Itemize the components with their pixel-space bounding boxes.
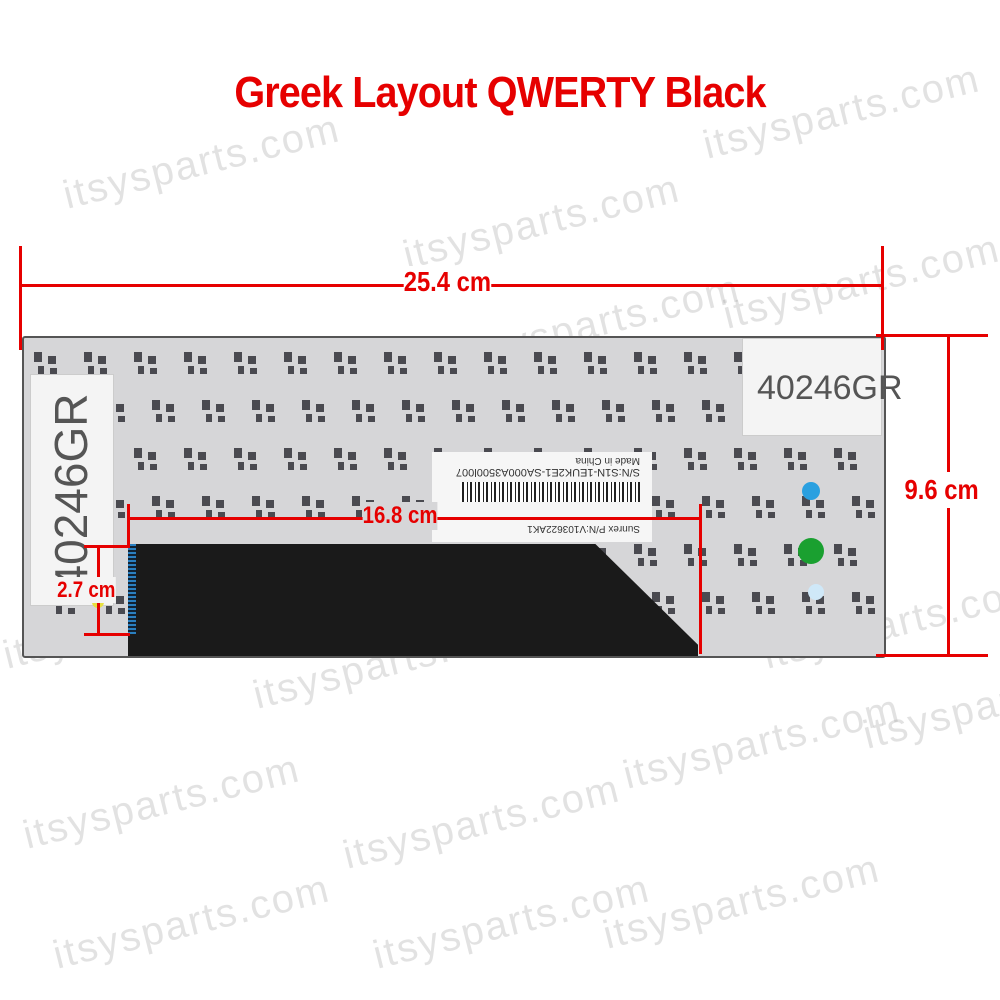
cable-width-tick-left xyxy=(127,504,130,548)
key-clip-hole xyxy=(252,400,275,422)
key-clip-hole xyxy=(652,496,675,518)
key-clip-hole xyxy=(634,352,657,374)
key-clip-hole xyxy=(702,592,725,614)
key-clip-hole xyxy=(684,352,707,374)
key-clip-hole xyxy=(434,352,457,374)
qc-sticker-green xyxy=(798,538,824,564)
product-title: Greek Layout QWERTY Black xyxy=(234,68,766,117)
key-clip-hole xyxy=(552,400,575,422)
key-clip-hole xyxy=(134,352,157,374)
watermark-text: itsysparts.com xyxy=(48,866,335,978)
sticker-origin: Made in China xyxy=(575,455,640,466)
height-tick-bottom xyxy=(876,654,988,657)
width-dimension-label: 25.4 cm xyxy=(403,266,492,298)
key-clip-hole xyxy=(484,352,507,374)
sticker-pn: Sunrex P/N:V103622AK1 xyxy=(527,523,640,534)
key-clip-hole xyxy=(702,496,725,518)
key-clip-hole xyxy=(602,400,625,422)
width-tick-left xyxy=(19,246,22,350)
height-dimension-label: 9.6 cm xyxy=(904,472,979,508)
key-clip-hole xyxy=(384,352,407,374)
key-clip-hole xyxy=(834,544,857,566)
key-clip-hole xyxy=(702,400,725,422)
part-number-text: 40246GR xyxy=(45,393,97,591)
barcode xyxy=(460,482,640,502)
key-clip-hole xyxy=(202,400,225,422)
key-clip-hole xyxy=(284,448,307,470)
sticker-serial: S/N:S1N-1EUK2E1-SA000A3500l007 xyxy=(455,466,640,478)
key-clip-hole xyxy=(502,400,525,422)
key-clip-hole xyxy=(334,352,357,374)
key-clip-hole xyxy=(302,496,325,518)
key-clip-hole xyxy=(652,400,675,422)
key-clip-hole xyxy=(802,496,825,518)
key-clip-hole xyxy=(734,544,757,566)
key-clip-hole xyxy=(852,592,875,614)
key-clip-hole xyxy=(202,496,225,518)
watermark-text: itsysparts.com xyxy=(618,686,905,798)
cable-connector xyxy=(128,544,136,634)
key-clip-hole xyxy=(734,448,757,470)
key-clip-hole xyxy=(234,448,257,470)
key-clip-hole xyxy=(634,544,657,566)
key-clip-hole xyxy=(684,544,707,566)
ribbon-cable xyxy=(128,544,698,656)
key-clip-hole xyxy=(452,400,475,422)
cable-width-label: 16.8 cm xyxy=(362,502,438,530)
part-number-text: 40246GR xyxy=(757,369,903,407)
key-clip-hole xyxy=(534,352,557,374)
key-clip-hole xyxy=(802,592,825,614)
key-clip-hole xyxy=(752,592,775,614)
qc-sticker-blue xyxy=(802,482,820,500)
watermark-text: itsysparts.com xyxy=(58,106,345,218)
watermark-text: itsysparts.com xyxy=(718,226,1000,338)
key-clip-hole xyxy=(184,352,207,374)
key-clip-hole xyxy=(752,496,775,518)
key-clip-hole xyxy=(252,496,275,518)
key-clip-hole xyxy=(834,448,857,470)
key-clip-hole xyxy=(852,496,875,518)
key-clip-hole xyxy=(784,448,807,470)
cable-width-tick-right xyxy=(699,504,702,654)
key-clip-hole xyxy=(152,496,175,518)
part-label-left: 40246GR xyxy=(30,374,114,606)
qc-sticker-light xyxy=(808,584,824,600)
width-tick-right xyxy=(881,246,884,350)
key-clip-hole xyxy=(134,448,157,470)
key-clip-hole xyxy=(84,352,107,374)
key-clip-hole xyxy=(34,352,57,374)
key-clip-hole xyxy=(352,400,375,422)
watermark-text: itsysparts.com xyxy=(338,766,625,878)
key-clip-hole xyxy=(184,448,207,470)
part-label-right: 40246GR xyxy=(742,338,903,436)
watermark-text: itsysparts.com xyxy=(18,746,305,858)
key-clip-hole xyxy=(302,400,325,422)
cable-height-tick-bottom xyxy=(84,633,130,636)
key-clip-hole xyxy=(234,352,257,374)
watermark-text: itsysparts.com xyxy=(398,166,685,278)
height-tick-top xyxy=(876,334,988,337)
key-clip-hole xyxy=(584,352,607,374)
cable-height-tick-top xyxy=(84,545,130,548)
key-clip-hole xyxy=(684,448,707,470)
cable-height-label: 2.7 cm xyxy=(57,577,116,603)
key-clip-hole xyxy=(384,448,407,470)
key-clip-hole xyxy=(334,448,357,470)
key-clip-hole xyxy=(284,352,307,374)
key-clip-hole xyxy=(152,400,175,422)
serial-sticker: Sunrex P/N:V103622AK1 S/N:S1N-1EUK2E1-SA… xyxy=(432,452,652,542)
key-clip-hole xyxy=(402,400,425,422)
